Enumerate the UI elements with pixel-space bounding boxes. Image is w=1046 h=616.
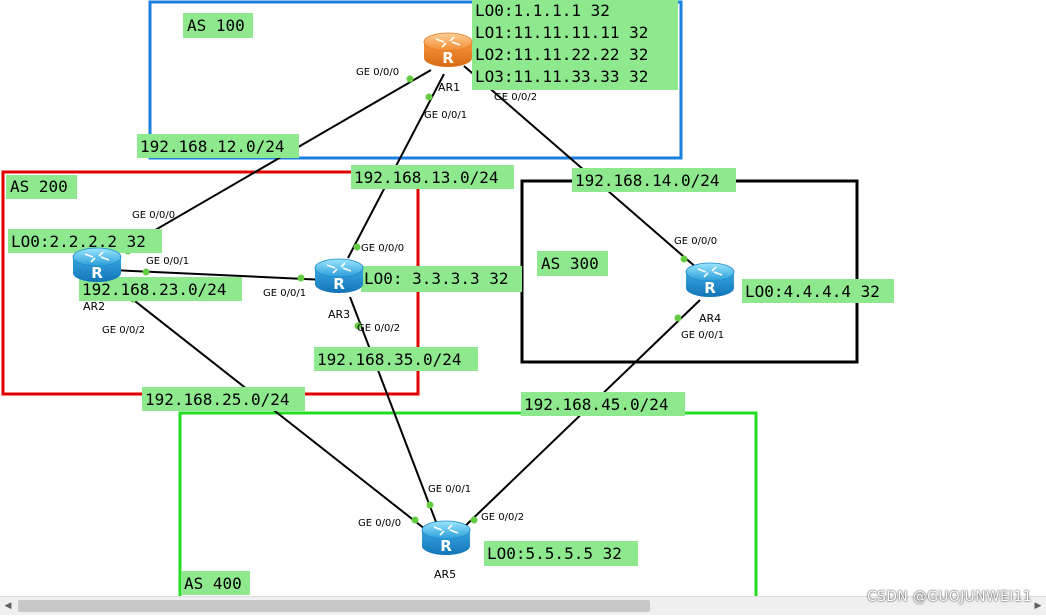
port-dot-ar5-ge002[interactable] bbox=[470, 516, 478, 524]
port-label-ar2-ge000: GE 0/0/0 bbox=[132, 210, 175, 221]
port-label-ar5-ge002: GE 0/0/2 bbox=[481, 512, 524, 523]
subnet-text-35: 192.168.35.0/24 bbox=[317, 350, 462, 369]
port-dot-ar5-ge000[interactable] bbox=[411, 516, 419, 524]
as400-label: AS 400 bbox=[181, 571, 250, 595]
port-label-ar1-ge002: GE 0/0/2 bbox=[494, 92, 537, 103]
router-r-glyph: R bbox=[91, 264, 103, 282]
router-r-glyph: R bbox=[442, 49, 454, 67]
port-labels: GE 0/0/0 GE 0/0/1 GE 0/0/2 GE 0/0/0 GE 0… bbox=[102, 67, 724, 529]
scrollbar-thumb[interactable] bbox=[18, 600, 650, 612]
subnet-text-25: 192.168.25.0/24 bbox=[145, 390, 290, 409]
subnet-label-35: 192.168.35.0/24 bbox=[314, 347, 478, 371]
loopback-ar5-lo0: LO0:5.5.5.5 32 bbox=[487, 544, 622, 563]
port-dot-ar3-ge000[interactable] bbox=[353, 243, 361, 251]
router-name-ar5: AR5 bbox=[434, 568, 456, 581]
loopback-ar1-lo3: LO3:11.11.33.33 32 bbox=[475, 67, 648, 86]
router-arrows-icon bbox=[433, 524, 459, 536]
subnet-text-12: 192.168.12.0/24 bbox=[140, 137, 285, 156]
router-arrows-icon bbox=[84, 251, 110, 263]
as100-label: AS 100 bbox=[183, 13, 253, 38]
as300-label: AS 300 bbox=[537, 251, 608, 276]
port-label-ar3-ge001: GE 0/0/1 bbox=[263, 288, 306, 299]
port-dot-ar5-ge001[interactable] bbox=[426, 501, 434, 509]
loopback-labels: LO0:1.1.1.1 32 LO1:11.11.11.11 32 LO2:11… bbox=[8, 0, 894, 566]
port-dot-ar1-ge000[interactable] bbox=[406, 75, 414, 83]
as200-label-text: AS 200 bbox=[10, 177, 68, 196]
port-dot-ar4-ge000[interactable] bbox=[680, 255, 688, 263]
port-label-ar4-ge000: GE 0/0/0 bbox=[674, 236, 717, 247]
subnet-label-25: 192.168.25.0/24 bbox=[142, 387, 305, 411]
port-dot-ar1-ge001[interactable] bbox=[425, 93, 433, 101]
port-dot-ar4-ge001[interactable] bbox=[674, 314, 682, 322]
loopback-ar1-lo1: LO1:11.11.11.11 32 bbox=[475, 23, 648, 42]
as100-boundary bbox=[148, 0, 683, 160]
router-arrows-icon bbox=[697, 266, 723, 278]
horizontal-scrollbar[interactable]: ◀ ▶ bbox=[0, 596, 1046, 615]
link-ar3-ar5[interactable] bbox=[349, 296, 437, 523]
port-label-ar3-ge002: GE 0/0/2 bbox=[357, 323, 400, 334]
subnet-label-14: 192.168.14.0/24 bbox=[572, 168, 736, 192]
port-label-ar2-ge002: GE 0/0/2 bbox=[102, 325, 145, 336]
port-label-ar4-ge001: GE 0/0/1 bbox=[681, 330, 724, 341]
router-ar4[interactable]: R bbox=[685, 262, 735, 297]
as-labels: AS 100 AS 200 AS 300 AS 400 bbox=[6, 13, 608, 595]
scroll-left-arrow-icon[interactable]: ◀ bbox=[4, 601, 12, 611]
loopback-ar5: LO0:5.5.5.5 32 bbox=[484, 541, 638, 566]
router-arrows-icon bbox=[326, 262, 352, 274]
port-dot-ar3-ge002[interactable] bbox=[354, 322, 362, 330]
router-name-ar4: AR4 bbox=[699, 312, 721, 325]
router-arrows-icon bbox=[435, 36, 461, 48]
routers: R AR1 R AR2 R AR3 bbox=[72, 32, 735, 581]
link-ar1-ar4[interactable] bbox=[463, 65, 699, 270]
loopback-ar3-lo0: LO0: 3.3.3.3 32 bbox=[364, 269, 509, 288]
as400-label-text: AS 400 bbox=[184, 574, 242, 593]
router-ar5[interactable]: R bbox=[421, 520, 471, 555]
subnet-text-45: 192.168.45.0/24 bbox=[524, 395, 669, 414]
router-r-glyph: R bbox=[333, 275, 345, 293]
router-name-ar2: AR2 bbox=[83, 300, 105, 313]
port-label-ar2-ge001: GE 0/0/1 bbox=[146, 256, 189, 267]
as100-label-text: AS 100 bbox=[187, 16, 245, 35]
port-label-ar3-ge000: GE 0/0/0 bbox=[361, 243, 404, 254]
port-label-ar1-ge000: GE 0/0/0 bbox=[356, 67, 399, 78]
watermark: CSDN @GUOJUNWEI11 bbox=[866, 589, 1032, 605]
as300-label-text: AS 300 bbox=[541, 254, 599, 273]
port-label-ar5-ge000: GE 0/0/0 bbox=[358, 518, 401, 529]
router-name-ar3: AR3 bbox=[328, 308, 350, 321]
port-dot-ar2-ge001[interactable] bbox=[142, 268, 150, 276]
router-name-ar1: AR1 bbox=[438, 81, 460, 94]
subnet-label-12: 192.168.12.0/24 bbox=[137, 134, 299, 158]
router-r-glyph: R bbox=[440, 537, 452, 555]
scroll-right-arrow-icon[interactable]: ▶ bbox=[1034, 601, 1042, 611]
router-ar3[interactable]: R bbox=[314, 258, 364, 293]
links bbox=[106, 65, 701, 534]
router-ar1[interactable]: R bbox=[423, 32, 473, 67]
loopback-ar4-lo0: LO0:4.4.4.4 32 bbox=[745, 282, 880, 301]
network-topology-diagram: 192.168.12.0/24 192.168.13.0/24 192.168.… bbox=[1, 0, 894, 596]
subnet-text-14: 192.168.14.0/24 bbox=[575, 171, 720, 190]
subnet-text-23: 192.168.23.0/24 bbox=[82, 280, 227, 299]
port-dot-ar3-ge001[interactable] bbox=[297, 274, 305, 282]
loopback-ar2-lo0: LO0:2.2.2.2 32 bbox=[11, 232, 146, 251]
link-ar1-ar2[interactable] bbox=[106, 69, 432, 259]
loopback-ar4: LO0:4.4.4.4 32 bbox=[742, 279, 894, 303]
subnet-label-13: 192.168.13.0/24 bbox=[351, 165, 514, 189]
loopback-ar1: LO0:1.1.1.1 32 LO1:11.11.11.11 32 LO2:11… bbox=[472, 0, 678, 90]
router-r-glyph: R bbox=[704, 279, 716, 297]
subnet-labels: 192.168.12.0/24 192.168.13.0/24 192.168.… bbox=[79, 134, 736, 416]
as400-boundary bbox=[178, 411, 758, 596]
port-label-ar5-ge001: GE 0/0/1 bbox=[428, 484, 471, 495]
loopback-ar3: LO0: 3.3.3.3 32 bbox=[361, 266, 522, 292]
subnet-text-13: 192.168.13.0/24 bbox=[354, 168, 499, 187]
port-label-ar1-ge001: GE 0/0/1 bbox=[424, 110, 467, 121]
as200-label: AS 200 bbox=[6, 175, 77, 199]
loopback-ar1-lo2: LO2:11.11.22.22 32 bbox=[475, 45, 648, 64]
router-ar2[interactable]: R bbox=[72, 247, 122, 282]
subnet-label-45: 192.168.45.0/24 bbox=[521, 392, 685, 416]
loopback-ar1-lo0: LO0:1.1.1.1 32 bbox=[475, 1, 610, 20]
